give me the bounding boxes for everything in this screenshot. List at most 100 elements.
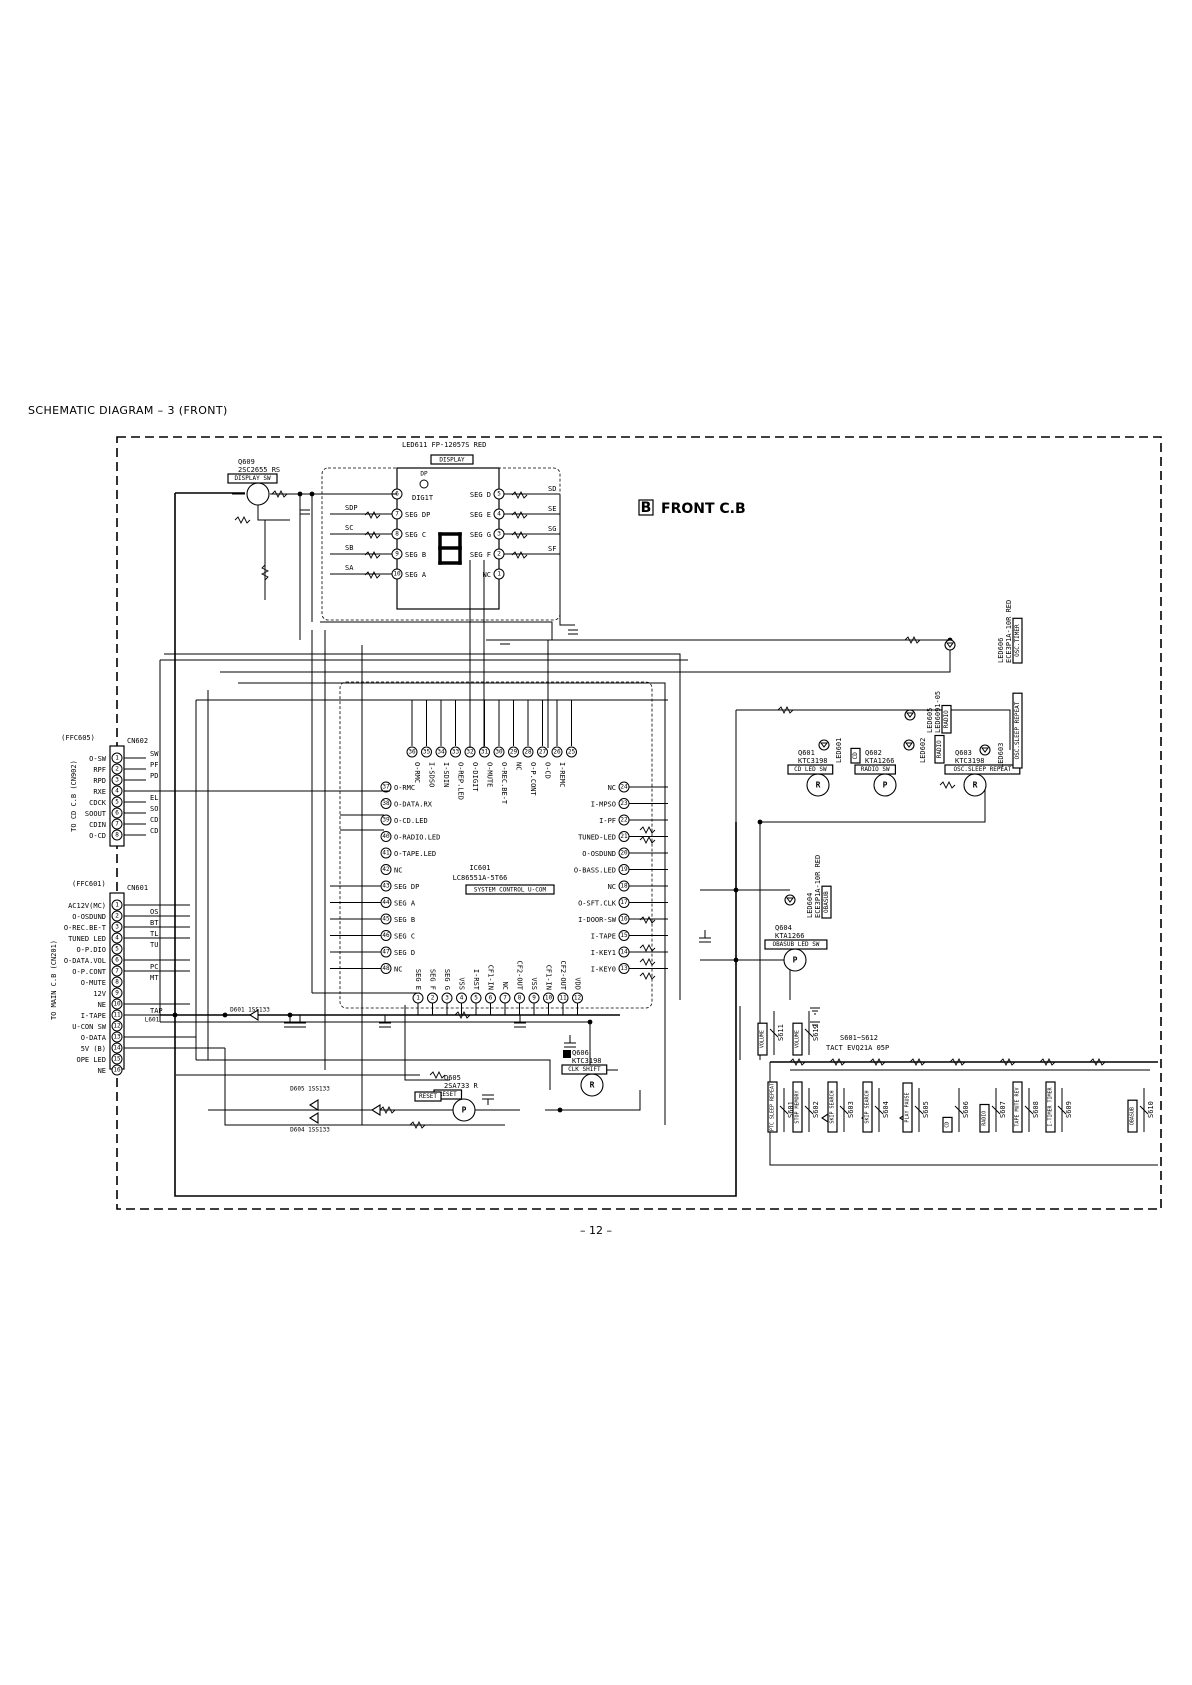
transistor-q605 — [452, 1098, 476, 1122]
display-pin-1-number: 1 — [497, 571, 501, 578]
cn601-pin-2 — [111, 910, 123, 922]
led-led606-tag-box — [1012, 617, 1023, 664]
cn602-pin-4-name: RXE — [93, 788, 106, 796]
mcu-pin-39-number: 39 — [382, 817, 390, 824]
mcu-pin-25-number: 25 — [568, 749, 576, 756]
mcu-pin-37-number: 37 — [382, 784, 390, 791]
transistor-q601-ref: Q601 — [798, 749, 815, 757]
led-led601-tag-box — [850, 747, 861, 764]
display-net-SB: SB — [345, 544, 353, 552]
transistor-q609-ref: Q609 — [238, 458, 255, 466]
led-led603-ref: LED603 — [997, 743, 1005, 768]
mcu-pin-5-name: I-RST — [472, 969, 480, 991]
cn601-pin-16-name: NE — [98, 1067, 106, 1075]
mcu-pin-4-number: 4 — [460, 995, 464, 1002]
transistor-q609-tag: DISPLAY SW — [234, 475, 271, 482]
cn601-pin-3-name: O-REC.BE-T — [64, 924, 107, 932]
transistor-q602-tag: RADIO SW — [861, 766, 890, 773]
mcu-pin-30-number: 30 — [495, 749, 503, 756]
mcu-pin-41 — [380, 847, 392, 859]
display-pin-4-name: SEG E — [470, 511, 491, 519]
mcu-pin-34-name: I-SDIN — [442, 762, 450, 787]
mcu-pin-10-name: CF1-IN — [545, 965, 553, 990]
mcu-pin-2-number: 2 — [431, 995, 435, 1002]
switch-s602-ref: S602 — [812, 1101, 820, 1118]
mcu-pin-42-number: 42 — [382, 866, 390, 873]
transistor-q605-ref: Q605 — [444, 1074, 461, 1082]
mcu-pin-29-number: 29 — [510, 749, 518, 756]
cn601-pin-10 — [111, 998, 123, 1010]
display-pin-4-number: 4 — [497, 511, 501, 518]
display-function: DISPLAY — [439, 457, 465, 464]
display-pin-9-number: 9 — [395, 551, 399, 558]
mcu-pin-28-name: O-P.CONT — [529, 762, 537, 797]
board-name: FRONT C.B — [661, 501, 746, 517]
mcu-pin-18-number: 18 — [620, 883, 628, 890]
mcu-pin-12-number: 12 — [574, 995, 582, 1002]
cn601-pin-10-number: 10 — [113, 1001, 121, 1008]
display-net-SF: SF — [548, 545, 556, 553]
cn602-net-5: EL — [150, 794, 158, 802]
mcu-pin-20-name: O-OSDUND — [582, 850, 616, 858]
cn601-pin-16-number: 16 — [113, 1067, 121, 1074]
switch-s606 — [954, 1105, 964, 1115]
mcu-pin-21-name: TUNED-LED — [578, 834, 616, 842]
keys-label: S601~S612 — [840, 1034, 878, 1042]
mcu-pin-5-number: 5 — [474, 995, 478, 1002]
mcu-pin-29-name: NC — [515, 762, 523, 770]
cn601-pin-8-number: 8 — [115, 979, 119, 986]
switch-s604 — [874, 1105, 884, 1115]
cn601-pin-3-number: 3 — [115, 924, 119, 931]
display-net-SA: SA — [345, 564, 354, 572]
mcu-pin-40 — [380, 831, 392, 842]
mcu-pin-22-name: I-PF — [599, 817, 616, 825]
mcu-pin-8-number: 8 — [518, 995, 522, 1002]
switch-s608 — [1024, 1105, 1034, 1115]
led-led603 — [979, 744, 991, 756]
switch-s610 — [1139, 1105, 1149, 1115]
led-led604-tag: OBASUB — [823, 891, 830, 913]
mcu-pin-29 — [508, 746, 519, 758]
cn602-pin-3 — [111, 774, 123, 786]
switch-s611-ref: S611 — [777, 1024, 785, 1041]
transistor-q606-tag: CLK SHIFT — [568, 1066, 601, 1073]
cn602-pin-8 — [111, 829, 123, 841]
switch-s611-tag-box — [757, 1022, 768, 1056]
cn602-pin-1 — [111, 752, 123, 764]
cn602-pin-5-name: CDCK — [89, 799, 107, 807]
led-led604-tag-box — [821, 885, 832, 919]
cn601-net-8: MT — [150, 974, 159, 982]
led-led601-tag: CD — [852, 752, 859, 760]
mcu-pin-9-number: 9 — [532, 995, 536, 1002]
mcu-pin-36 — [406, 746, 418, 758]
mcu-pin-36-number: 36 — [408, 749, 416, 756]
led-led603-tag: OSC.SLEEP REPEAT — [1014, 701, 1021, 759]
switch-s603-tag-box — [827, 1081, 838, 1133]
mcu-pin-22-number: 22 — [620, 817, 628, 824]
switch-s601-tag: PTC SLEEP REPEAT — [770, 1083, 776, 1131]
mcu-pin-46-number: 46 — [382, 932, 390, 939]
keys-part: TACT EVQ21A 05P — [826, 1044, 889, 1052]
mcu-ic601: IC601 LC86551A-5T66 SYSTEM CONTROL U-COM… — [330, 681, 668, 1015]
cn602-pin-7 — [111, 818, 123, 830]
transistor-q605-type: P — [462, 1106, 467, 1115]
led-led604 — [784, 894, 796, 906]
cn602-pin-6-name: SOOUT — [85, 810, 107, 818]
switch-s607-tag: RADIO — [982, 1111, 988, 1126]
mcu-designator: IC601 — [469, 864, 490, 872]
led-led606-part: ECE3P1A-10R RED — [1005, 600, 1013, 663]
switch-s601-ref: S601 — [787, 1101, 795, 1118]
mcu-pin-43-number: 43 — [382, 883, 390, 890]
mcu-pin-16-name: I-DOOR-SW — [578, 916, 617, 924]
cn601-pin-12 — [111, 1020, 123, 1032]
switch-s603-tag: SKIP SEARCH — [830, 1090, 836, 1123]
cn602-pin-3-name: RPD — [93, 777, 106, 785]
led-led602-ref: LED602 — [919, 738, 927, 763]
mcu-pin-40-number: 40 — [382, 833, 390, 840]
cn601-pin-9-number: 9 — [115, 990, 119, 997]
ground-symbols — [810, 1007, 820, 1029]
page-number: – 12 – — [580, 1224, 612, 1237]
